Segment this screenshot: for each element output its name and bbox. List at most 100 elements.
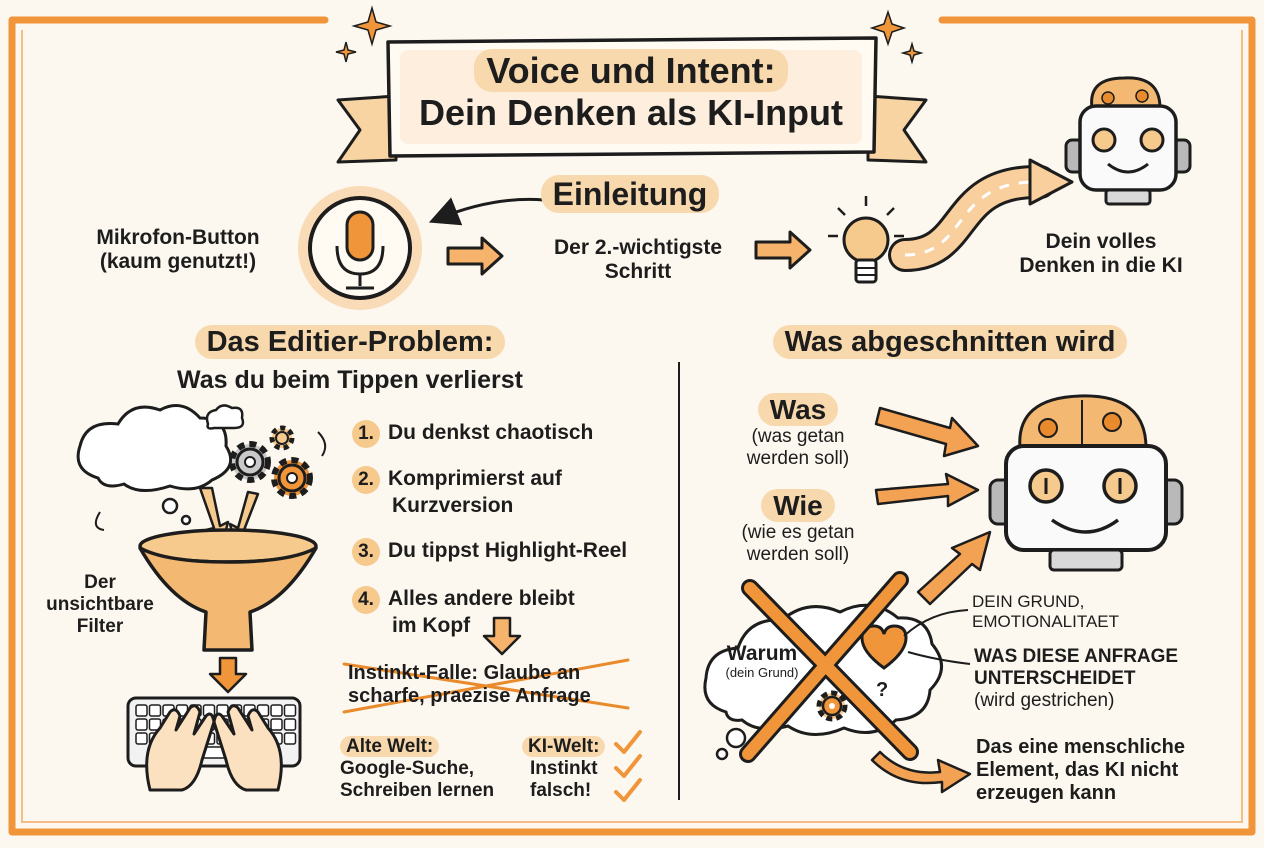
step-number: 2. xyxy=(352,466,380,494)
microphone-icon[interactable] xyxy=(298,186,422,310)
reason-line-1: DEIN GRUND, xyxy=(972,592,1085,611)
step-text: Komprimierst auf xyxy=(388,467,562,490)
result-line-2: Denken in die KI xyxy=(1019,254,1183,278)
human-line-2: Element, das KI nicht xyxy=(976,759,1179,781)
cut-heading: Was abgeschnitten wird xyxy=(750,325,1150,359)
hands-icon xyxy=(145,704,283,792)
callout-line xyxy=(903,609,971,665)
step-text: Du tippst Highlight-Reel xyxy=(388,539,628,562)
intro-heading-text: Einleitung xyxy=(540,175,720,213)
was-line-1: (was getan xyxy=(751,426,845,448)
difference-line-2: UNTERSCHEIDET xyxy=(974,667,1136,689)
heart-icon xyxy=(860,624,908,670)
filter-label-line-2: unsichtbare xyxy=(46,593,154,615)
keyboard-key xyxy=(283,704,297,717)
step-text: Alles andere bleibt xyxy=(388,587,575,610)
warum-subtitle: (dein Grund) xyxy=(725,665,799,681)
instinct-trap-line-1: Instinkt-Falle: Glaube an xyxy=(348,662,581,684)
difference-label: WAS DIESE ANFRAGE UNTERSCHEIDET (wird ge… xyxy=(974,646,1214,712)
warum-title: Warum xyxy=(726,642,798,665)
robot-icon xyxy=(988,394,1184,572)
gear-icon xyxy=(229,425,327,499)
ki-world-line-2: falsch! xyxy=(530,779,592,801)
filter-label-line-3: Filter xyxy=(76,615,124,637)
human-line-3: erzeugen kann xyxy=(976,782,1117,804)
filter-label-line-1: Der xyxy=(84,572,116,593)
step-item: 4. Alles andere bleibt im Kopf xyxy=(352,586,672,638)
difference-line-1: WAS DIESE ANFRAGE xyxy=(974,646,1179,667)
wie-line-2: werden soll) xyxy=(746,544,850,566)
was-line-2: werden soll) xyxy=(746,448,850,470)
instinct-trap-line-2: scharfe, praezise Anfrage xyxy=(348,685,591,707)
mic-label: Mikrofon-Button (kaum genutzt!) xyxy=(62,226,294,274)
step-item: 3. Du tippst Highlight-Reel xyxy=(352,538,672,566)
step-label-line-2: Schritt xyxy=(604,260,672,284)
wie-block: Wie (wie es getan werden soll) xyxy=(722,489,874,566)
page-title: Voice und Intent: Dein Denken als KI-Inp… xyxy=(400,49,862,135)
step-label: Der 2.-wichtigste Schritt xyxy=(514,236,762,284)
warum-block: Warum (dein Grund) xyxy=(712,642,812,681)
ki-world: KI-Welt: Instinkt falsch! xyxy=(522,736,618,802)
reason-line-2: EMOTIONALITAET xyxy=(972,611,1120,631)
old-world-title: Alte Welt: xyxy=(340,736,440,757)
question-mark-icon: ? xyxy=(876,679,888,701)
step-item: 1. Du denkst chaotisch xyxy=(352,420,672,448)
wie-line-1: (wie es getan xyxy=(741,522,855,544)
wie-title: Wie xyxy=(761,489,835,522)
editing-heading-text: Das Editier-Problem: xyxy=(194,325,506,359)
keyboard-key xyxy=(135,718,148,731)
was-block: Was (was getan werden soll) xyxy=(728,393,868,470)
checkmark-icon xyxy=(614,730,642,802)
keyboard-key xyxy=(270,718,283,731)
old-world-line-1: Google-Suche, xyxy=(340,757,475,779)
step-number: 1. xyxy=(352,420,380,448)
keyboard-key xyxy=(148,704,162,717)
human-element-label: Das eine menschliche Element, das KI nic… xyxy=(976,736,1226,805)
result-label: Dein volles Denken in die KI xyxy=(996,230,1206,278)
keyboard-key xyxy=(135,704,148,717)
instinct-trap: Instinkt-Falle: Glaube an scharfe, praez… xyxy=(348,662,638,708)
keyboard-key xyxy=(135,732,148,745)
step-text-continued: im Kopf xyxy=(392,614,471,637)
arrow-icon xyxy=(874,406,992,606)
intro-heading: Einleitung xyxy=(520,175,740,213)
arrow-icon xyxy=(208,656,248,694)
arrow-icon xyxy=(446,230,812,276)
arrow-icon xyxy=(870,750,972,794)
old-world-line-2: Schreiben lernen xyxy=(340,779,495,801)
keyboard-key xyxy=(270,704,283,717)
filter-label: Der unsichtbare Filter xyxy=(42,572,158,638)
ki-world-line-1: Instinkt xyxy=(530,757,598,779)
was-title: Was xyxy=(757,393,839,426)
small-cloud-icon xyxy=(205,404,245,430)
step-label-line-1: Der 2.-wichtigste xyxy=(553,236,723,259)
editing-heading: Das Editier-Problem: xyxy=(140,325,560,359)
gear-icon xyxy=(816,690,848,722)
difference-line-3: (wird gestrichen) xyxy=(974,689,1115,711)
strike-icon xyxy=(342,658,630,714)
lightbulb-icon xyxy=(828,196,904,284)
cut-heading-text: Was abgeschnitten wird xyxy=(772,325,1128,359)
step-text-continued: Kurzversion xyxy=(392,494,514,517)
road-arrow-icon xyxy=(888,158,1074,272)
keyboard-key xyxy=(283,732,297,745)
robot-icon xyxy=(1064,76,1192,206)
step-number: 3. xyxy=(352,538,380,566)
reason-label: DEIN GRUND, EMOTIONALITAET xyxy=(972,592,1172,631)
result-line-1: Dein volles xyxy=(1045,230,1157,253)
page-frame xyxy=(8,16,1256,836)
funnel-icon xyxy=(138,528,318,652)
step-number: 4. xyxy=(352,586,380,614)
step-text: Du denkst chaotisch xyxy=(388,421,594,444)
title-line-1: Voice und Intent: xyxy=(474,49,788,92)
step-item: 2. Komprimierst auf Kurzversion xyxy=(352,466,672,518)
human-line-1: Das eine menschliche xyxy=(976,736,1185,758)
title-line-2: Dein Denken als KI-Input xyxy=(418,92,844,134)
mic-label-line-2: (kaum genutzt!) xyxy=(99,250,257,274)
keyboard-key xyxy=(283,718,297,731)
sparkle-icon xyxy=(335,5,924,65)
arrow-icon xyxy=(482,616,522,656)
curved-arrow-icon xyxy=(428,197,545,226)
